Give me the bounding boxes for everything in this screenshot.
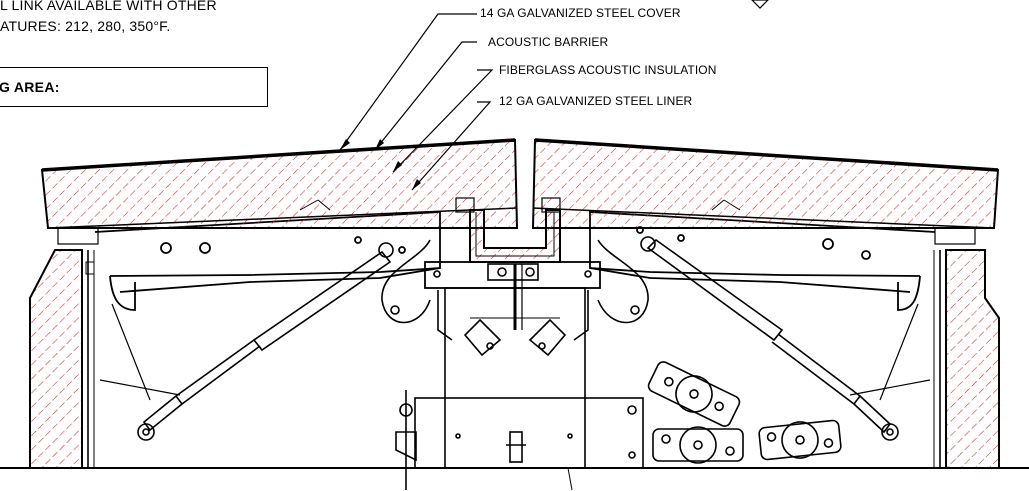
center-housing [395, 287, 644, 490]
center-leader-line [567, 467, 573, 491]
area-label: G AREA: [0, 79, 60, 95]
right-actuator [640, 236, 899, 441]
left-wall [29, 249, 95, 469]
callout-fiberglass-insulation: FIBERGLASS ACOUSTIC INSULATION [497, 63, 719, 77]
section-arrow-icon [751, 0, 769, 9]
left-actuator [137, 242, 394, 441]
callout-leaders [339, 13, 494, 191]
callout-arrows [340, 139, 421, 190]
callout-steel-cover: 14 GA GALVANIZED STEEL COVER [478, 6, 683, 20]
center-linkage [381, 239, 649, 357]
callout-acoustic-barrier: ACOUSTIC BARRIER [486, 35, 611, 49]
right-blade [531, 138, 1000, 245]
notes-line-2: ATURES: 212, 280, 350°F. [0, 18, 171, 34]
right-wall [933, 249, 1000, 469]
notes-line-1: L LINK AVAILABLE WITH OTHER [0, 0, 217, 13]
spare-brackets [647, 361, 842, 464]
area-label-box: G AREA: [0, 67, 268, 107]
left-blade [40, 138, 519, 245]
callout-steel-liner: 12 GA GALVANIZED STEEL LINER [497, 94, 695, 108]
left-frame [94, 211, 441, 401]
